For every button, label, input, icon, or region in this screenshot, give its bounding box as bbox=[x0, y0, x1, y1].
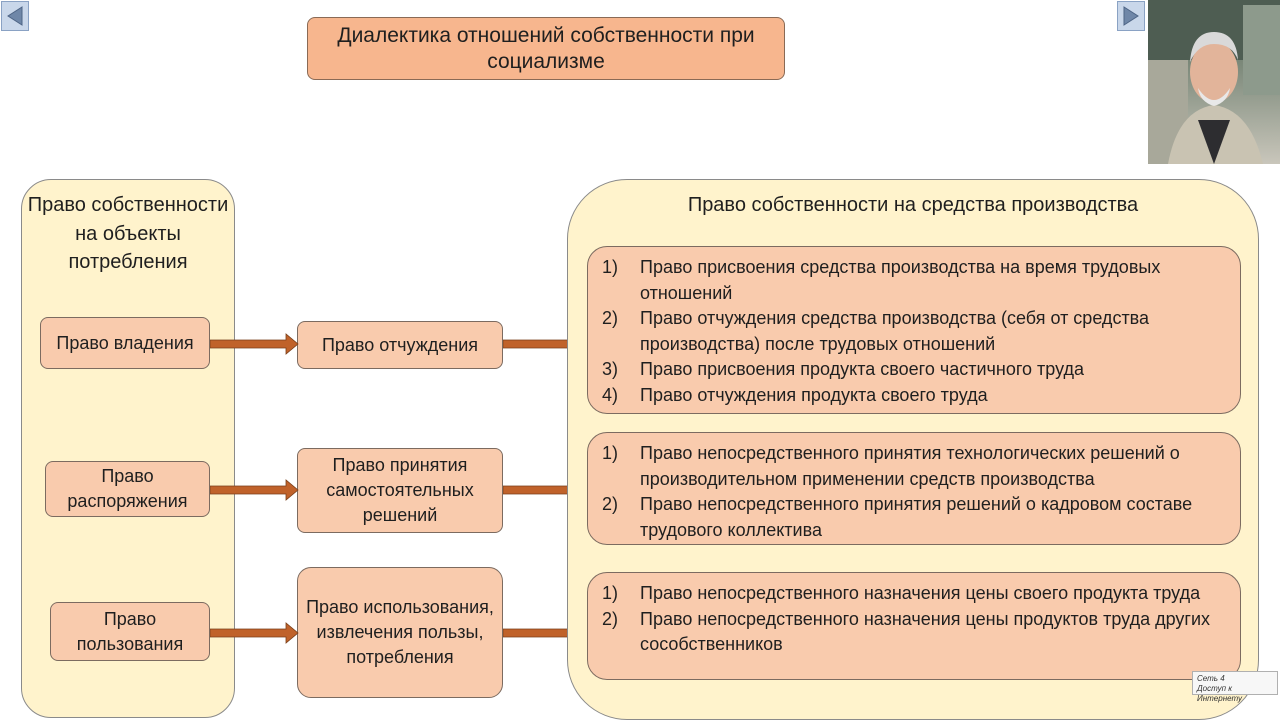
arrow-possession-to-alienation bbox=[210, 333, 299, 355]
left-item-possession: Право владения bbox=[40, 317, 210, 369]
network-status-tooltip: Сеть 4 Доступ к Интернету bbox=[1192, 671, 1278, 703]
rights-group-appropriation: 1)Право присвоения средства производства… bbox=[587, 246, 1241, 414]
middle-item-alienation: Право отчуждения bbox=[297, 321, 503, 369]
list-item: 1)Право непосредственного назначения цен… bbox=[602, 583, 1201, 603]
slide-title: Диалектика отношений собственности при с… bbox=[307, 17, 785, 80]
presenter-video bbox=[1148, 0, 1280, 164]
next-slide-button[interactable] bbox=[1117, 1, 1145, 31]
right-panel-heading: Право собственности на средства производ… bbox=[687, 194, 1139, 216]
list-item: 2)Право непосредственного назначения цен… bbox=[602, 608, 1211, 655]
left-item-disposal: Право распоряжения bbox=[45, 461, 210, 517]
list-item: 2)Право отчуждения средства производства… bbox=[602, 308, 1150, 354]
left-panel-heading: Право собственности на объекты потреблен… bbox=[27, 194, 229, 273]
list-item: 2)Право непосредственного принятия решен… bbox=[602, 494, 1193, 540]
middle-item-usage: Право использования, извлечения пользы, … bbox=[297, 567, 503, 698]
list-item: 1)Право присвоения средства производства… bbox=[602, 257, 1161, 303]
arrow-disposal-to-decisions bbox=[210, 479, 299, 501]
left-item-label: Право владения bbox=[56, 332, 194, 353]
left-item-use: Право пользования bbox=[50, 602, 210, 661]
triangle-left-icon bbox=[7, 6, 23, 26]
list-item: 3)Право присвоения продукта своего части… bbox=[602, 359, 1085, 379]
left-item-label: Право пользования bbox=[76, 608, 184, 654]
middle-item-label: Право принятия самостоятельных решений bbox=[326, 455, 474, 525]
list-item: 1)Право непосредственного принятия техно… bbox=[602, 443, 1180, 489]
middle-item-label: Право отчуждения bbox=[321, 334, 479, 355]
presenter-portrait bbox=[1148, 0, 1280, 164]
arrow-use-to-usage bbox=[210, 622, 299, 644]
rights-group-decisions: 1)Право непосредственного принятия техно… bbox=[587, 432, 1241, 545]
middle-item-decisions: Право принятия самостоятельных решений bbox=[297, 448, 503, 533]
middle-item-label: Право использования, извлечения пользы, … bbox=[306, 597, 494, 667]
triangle-right-icon bbox=[1123, 6, 1139, 26]
rights-group-pricing: 1)Право непосредственного назначения цен… bbox=[587, 572, 1241, 680]
network-access: Доступ к Интернету bbox=[1197, 684, 1242, 703]
slide-title-text: Диалектика отношений собственности при с… bbox=[337, 23, 755, 73]
left-item-label: Право распоряжения bbox=[67, 466, 188, 511]
previous-slide-button[interactable] bbox=[1, 1, 29, 31]
network-name: Сеть 4 bbox=[1197, 674, 1225, 683]
list-item: 4)Право отчуждения продукта своего труда bbox=[602, 384, 988, 405]
